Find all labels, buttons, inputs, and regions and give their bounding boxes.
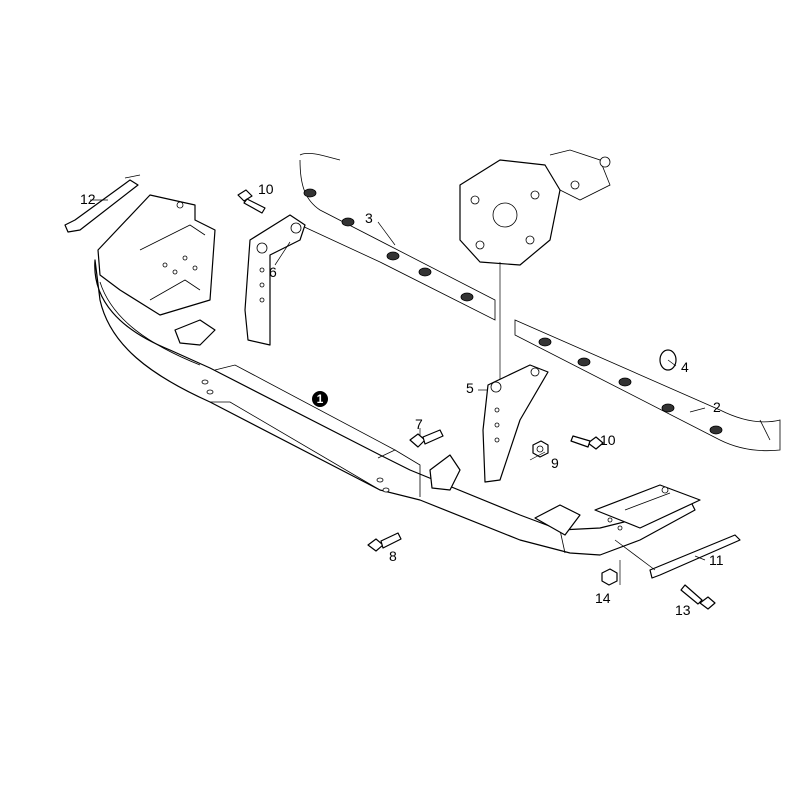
- callout-13: 13: [675, 602, 691, 618]
- callout-1: 1: [317, 392, 324, 406]
- nut-part-14: [601, 560, 621, 586]
- bolt-part-10-lower: [570, 435, 604, 450]
- leader-lines: [377, 221, 706, 561]
- left-end-bracket: [97, 194, 216, 346]
- callout-9: 9: [551, 455, 559, 471]
- nut-part-9: [532, 440, 549, 458]
- bracket-part-11: [614, 534, 741, 579]
- bolt-part-8: [367, 532, 402, 552]
- bolt-part-10-upper: [237, 189, 266, 214]
- mount-bracket-part-5: [429, 364, 581, 536]
- callout-2: 2: [713, 399, 721, 415]
- callout-10-lower: 10: [600, 432, 616, 448]
- bolt-part-13: [680, 584, 716, 610]
- bracket-part-12: [64, 174, 141, 233]
- callout-7: 7: [415, 416, 423, 432]
- right-end-bracket: [594, 484, 701, 531]
- callout-8: 8: [389, 548, 397, 564]
- frame-support-outline: [299, 152, 781, 452]
- callout-12: 12: [80, 191, 96, 207]
- callout-3: 3: [365, 210, 373, 226]
- strip-grommets: [303, 188, 723, 435]
- callout-4: 4: [681, 359, 689, 375]
- engine-bracket: [459, 149, 611, 380]
- callout-5: 5: [466, 380, 474, 396]
- mount-bracket-part-6: [244, 214, 306, 346]
- callout-6: 6: [269, 264, 277, 280]
- callout-1-main: 1: [312, 391, 328, 407]
- bolt-part-7: [409, 428, 444, 448]
- callout-11: 11: [709, 552, 724, 568]
- callout-14: 14: [595, 590, 611, 606]
- callout-10-upper: 10: [258, 181, 274, 197]
